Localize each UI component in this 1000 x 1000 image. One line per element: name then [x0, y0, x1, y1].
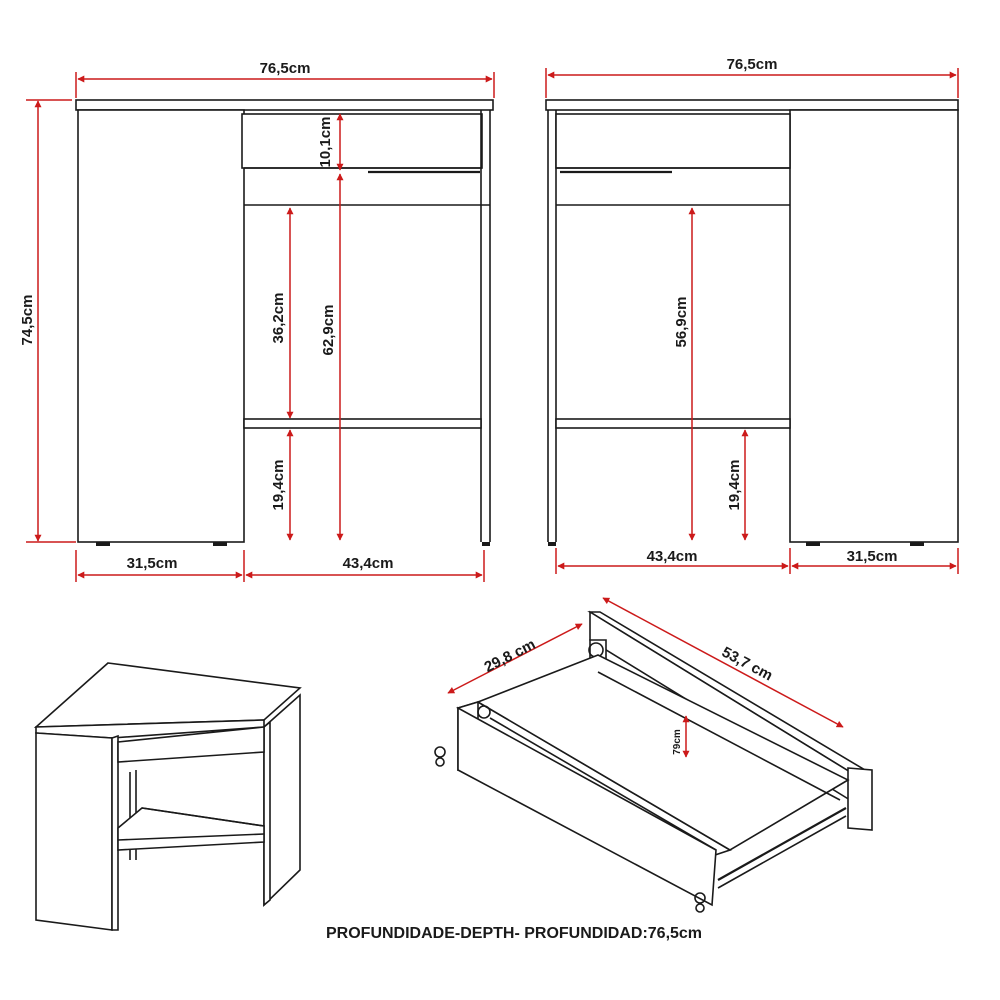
rear-width-label: 76,5cm [727, 56, 778, 73]
front-height-label: 74,5cm [19, 295, 36, 346]
drawer-width-label: 29,8 cm [482, 636, 539, 676]
rear-desk-width-label: 43,4cm [647, 548, 698, 565]
side-cabinet [789, 109, 959, 543]
front-width-label: 76,5cm [260, 60, 311, 77]
shelf-gap-label: 36,2cm [270, 293, 287, 344]
foot [96, 542, 110, 546]
drawer-height-label: 10,1cm [317, 117, 334, 168]
depth-label: PROFUNDIDADE-DEPTH- PROFUNDIDAD: [326, 925, 648, 942]
foot [910, 542, 924, 546]
desk-top [545, 99, 959, 111]
lower-shelf [555, 418, 791, 429]
depth-footer: PROFUNDIDADE-DEPTH- PROFUNDIDAD:76,5cm [326, 925, 702, 942]
lower-shelf [243, 418, 482, 429]
front-desk-width-label: 43,4cm [343, 555, 394, 572]
rear-view [545, 99, 959, 546]
side-cabinet [77, 109, 245, 543]
foot [213, 542, 227, 546]
rear-cabinet-width-label: 31,5cm [847, 548, 898, 565]
foot [806, 542, 820, 546]
drawer-inner-height-label: 79cm [672, 729, 683, 755]
rear-dimensions: 76,5cm 56,9cm 19,4cm 43,4cm 31,5cm [545, 56, 959, 574]
rear-lower-gap-label: 19,4cm [726, 460, 743, 511]
front-cabinet-width-label: 31,5cm [127, 555, 178, 572]
drawer-front [241, 113, 483, 169]
front-dimensions: 76,5cm 74,5cm 10,1cm 36,2cm 62,9cm 19,4c… [19, 60, 495, 582]
depth-value: 76,5cm [648, 925, 702, 942]
leg-height-label: 62,9cm [320, 305, 337, 356]
front-lower-gap-label: 19,4cm [270, 460, 287, 511]
drawer-back [555, 113, 791, 169]
corner-desk-perspective [33, 662, 302, 931]
desk-top [75, 99, 494, 111]
rear-clearance-label: 56,9cm [673, 297, 690, 348]
front-view [75, 99, 494, 546]
